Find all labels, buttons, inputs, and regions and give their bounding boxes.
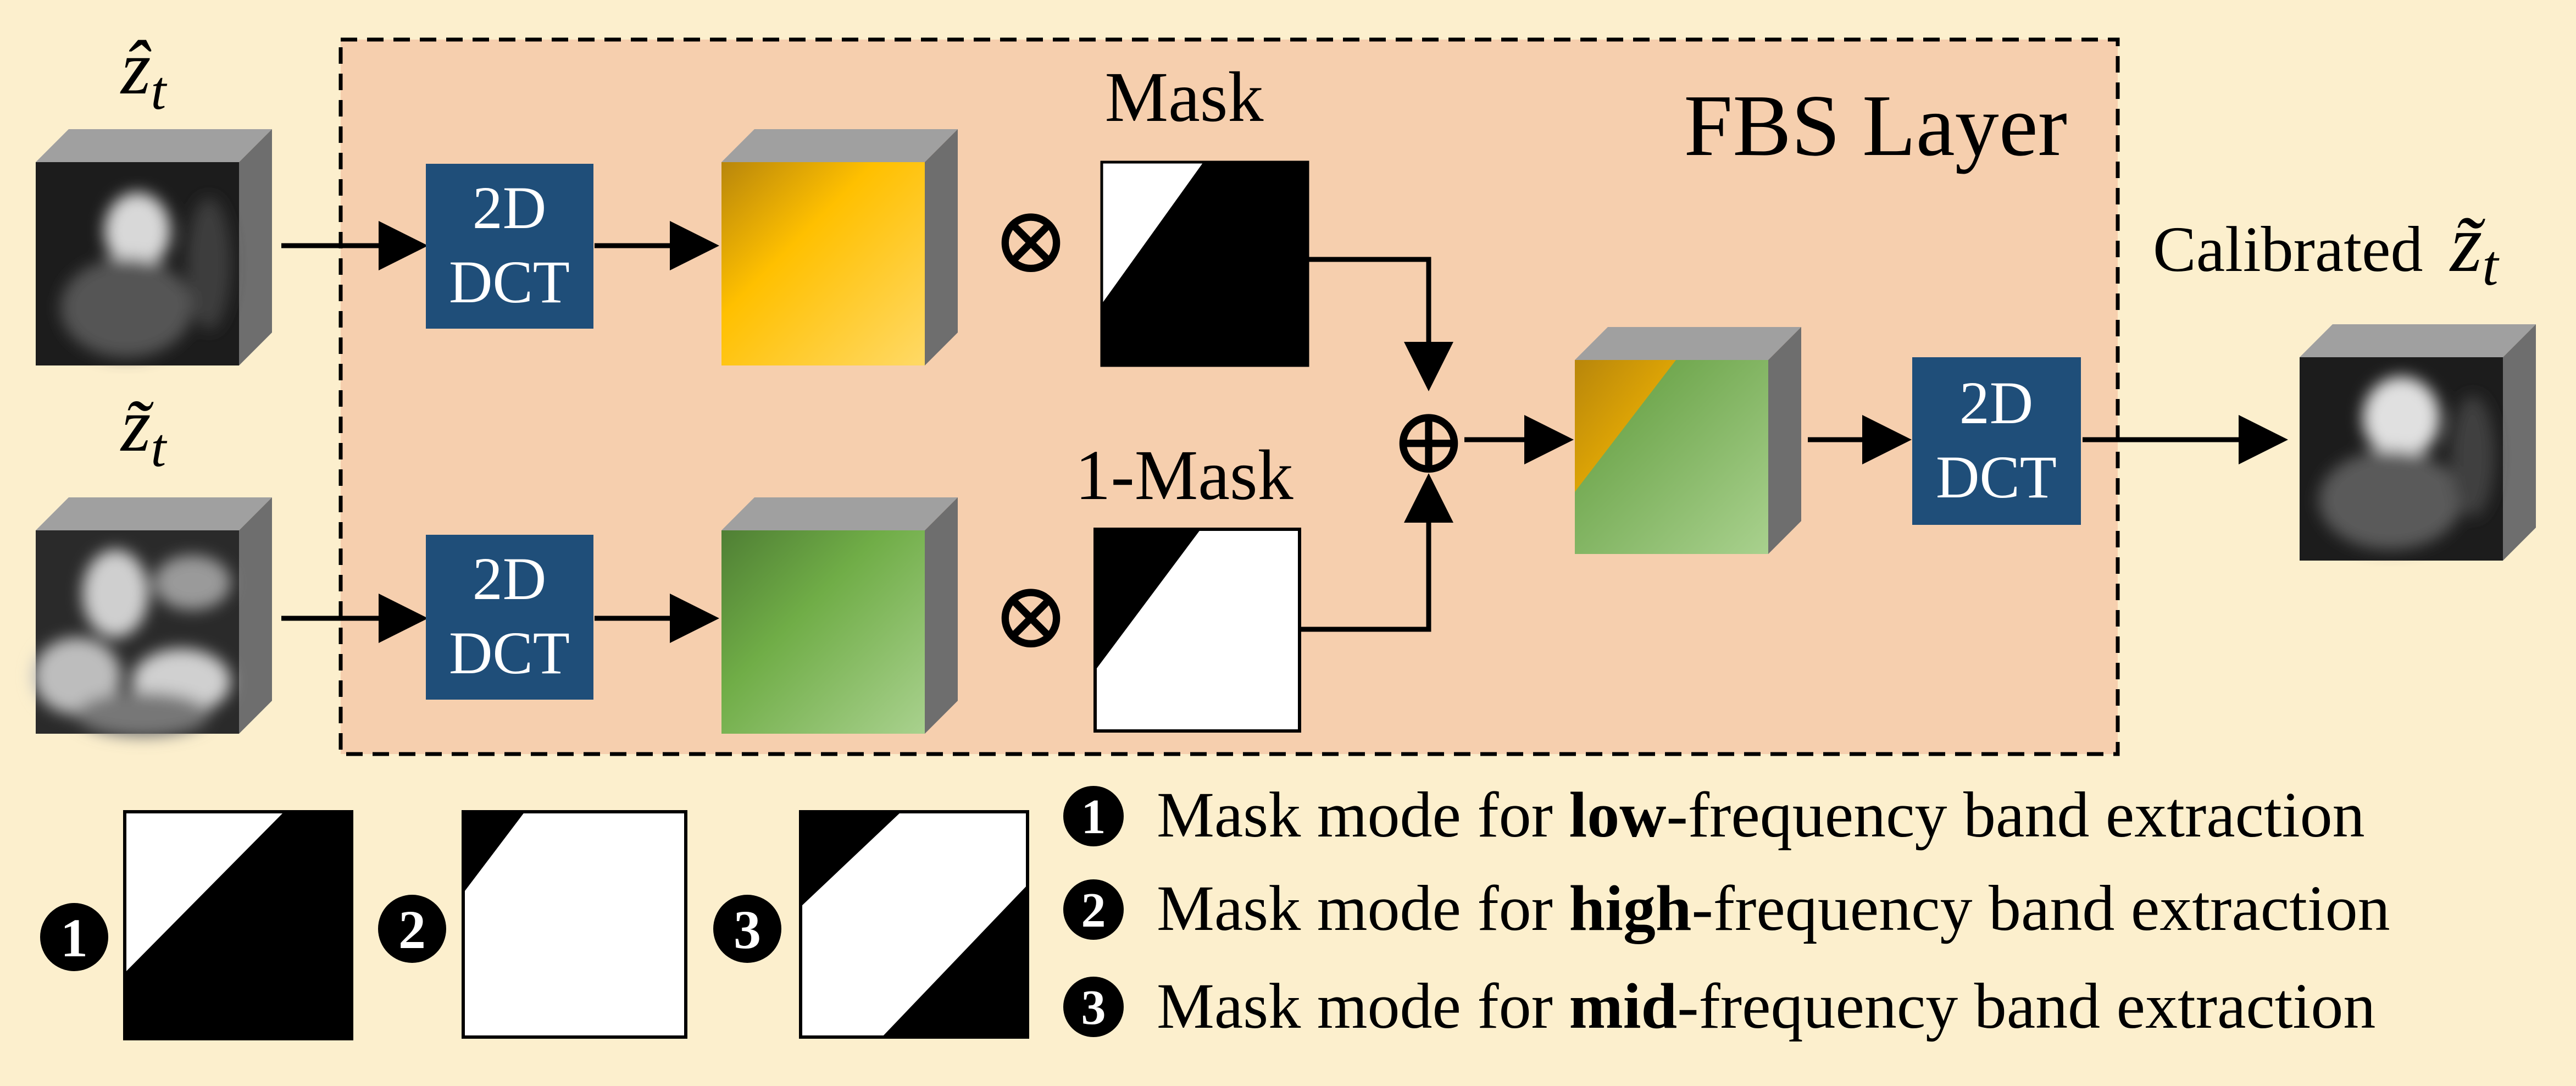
legend-row-3-bold: mid (1569, 970, 1677, 1042)
input-top-label: ẑt (120, 25, 167, 121)
legend-row-2: 2 Mask mode for high-frequency band extr… (1063, 872, 2390, 944)
legend-row-3-number: 3 (1081, 980, 1106, 1035)
output-subscript: t (2482, 233, 2500, 297)
legend-row-2-number: 2 (1081, 883, 1106, 938)
mask-top (1100, 160, 1309, 367)
frequency-cube-bottom (721, 497, 958, 734)
legend-mask-2: 2 (378, 810, 687, 1039)
output-label: Calibrated z̃t (2153, 198, 2500, 297)
add-icon: ⊕ (1390, 390, 1468, 493)
legend-row-3-prefix: Mask mode for (1157, 970, 1569, 1042)
legend-row-3: 3 Mask mode for mid-frequency band extra… (1063, 970, 2375, 1042)
output-label-text: Calibrated (2153, 213, 2423, 285)
input-top-image-cube (36, 129, 272, 365)
connector-mask-top-to-adder (1309, 257, 1453, 391)
legend-row-2-prefix: Mask mode for (1157, 872, 1569, 944)
input-bottom-symbol: z̃ (120, 383, 154, 468)
legend-row-1: 1 Mask mode for low-frequency band extra… (1063, 779, 2365, 851)
multiply-icon-top: ⊗ (992, 189, 1070, 292)
legend-mask-1-number: 1 (60, 907, 88, 968)
inverse-mask-label: 1-Mask (1075, 436, 1293, 515)
legend-row-1-number: 1 (1081, 790, 1106, 844)
legend-row-3-text: Mask mode for mid-frequency band extract… (1157, 970, 2375, 1042)
legend-row-2-bold: high (1569, 872, 1691, 944)
legend-row-3-suffix: -frequency band extraction (1677, 970, 2375, 1042)
legend-mask-1: 1 (40, 810, 353, 1040)
mask-label: Mask (1105, 58, 1264, 137)
output-image-cube (2300, 324, 2536, 561)
legend-mask-2-number: 2 (398, 899, 426, 960)
dct-bottom-line2: DCT (449, 619, 570, 686)
input-bottom-label: z̃t (120, 383, 167, 478)
legend-row-2-text: Mask mode for high-frequency band extrac… (1157, 872, 2390, 944)
dct-block-output: 2D DCT (1912, 357, 2081, 525)
input-top-subscript: t (151, 60, 167, 121)
legend-row-1-text: Mask mode for low-frequency band extract… (1157, 779, 2365, 851)
fbs-layer-title: FBS Layer (1684, 76, 2067, 174)
output-symbol: z̃ (2449, 198, 2486, 289)
frequency-cube-top (721, 129, 958, 365)
legend-row-1-prefix: Mask mode for (1157, 779, 1569, 851)
legend-row-2-suffix: -frequency band extraction (1692, 872, 2390, 944)
input-bottom-subscript: t (151, 417, 167, 478)
legend-mask-3-number: 3 (734, 899, 761, 960)
input-top-symbol: ẑ (120, 25, 152, 110)
legend-row-1-suffix: -frequency band extraction (1666, 779, 2364, 851)
legend-row-1-bold: low (1569, 779, 1666, 851)
input-bottom-image-cube (33, 497, 272, 736)
dct-top-line2: DCT (449, 248, 570, 315)
mask-bottom (1093, 528, 1301, 733)
multiply-icon-bottom: ⊗ (992, 564, 1070, 668)
dct-out-line2: DCT (1936, 444, 2057, 511)
connector-mask-bottom-to-adder (1301, 473, 1453, 632)
dct-top-line1: 2D (473, 174, 546, 241)
legend-mask-3: 3 (713, 810, 1029, 1039)
combined-frequency-cube (1575, 327, 1801, 554)
dct-bottom-line1: 2D (473, 545, 546, 612)
dct-block-top: 2D DCT (426, 164, 593, 329)
dct-out-line1: 2D (1959, 369, 2033, 436)
dct-block-bottom: 2D DCT (426, 535, 593, 700)
